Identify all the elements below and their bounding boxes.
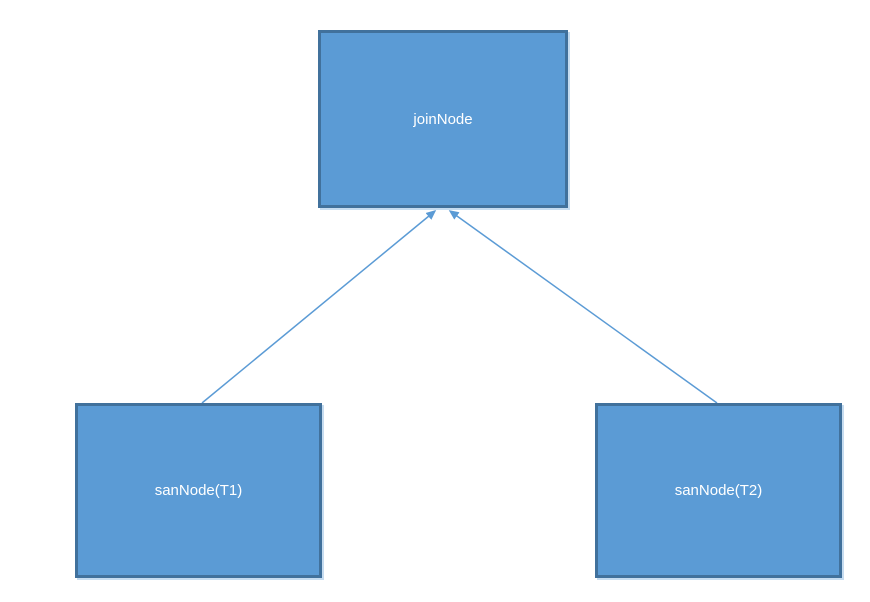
node-joinnode[interactable]: joinNode xyxy=(318,30,568,208)
node-sannode-t2[interactable]: sanNode(T2) xyxy=(595,403,842,578)
node-sannode-t2-label: sanNode(T2) xyxy=(674,482,763,499)
node-sannode-t1[interactable]: sanNode(T1) xyxy=(75,403,322,578)
connector-t1-to-join[interactable] xyxy=(201,210,437,404)
node-sannode-t1-label: sanNode(T1) xyxy=(154,482,243,499)
connector-t2-to-join[interactable] xyxy=(448,210,718,404)
node-joinnode-label: joinNode xyxy=(413,110,473,128)
